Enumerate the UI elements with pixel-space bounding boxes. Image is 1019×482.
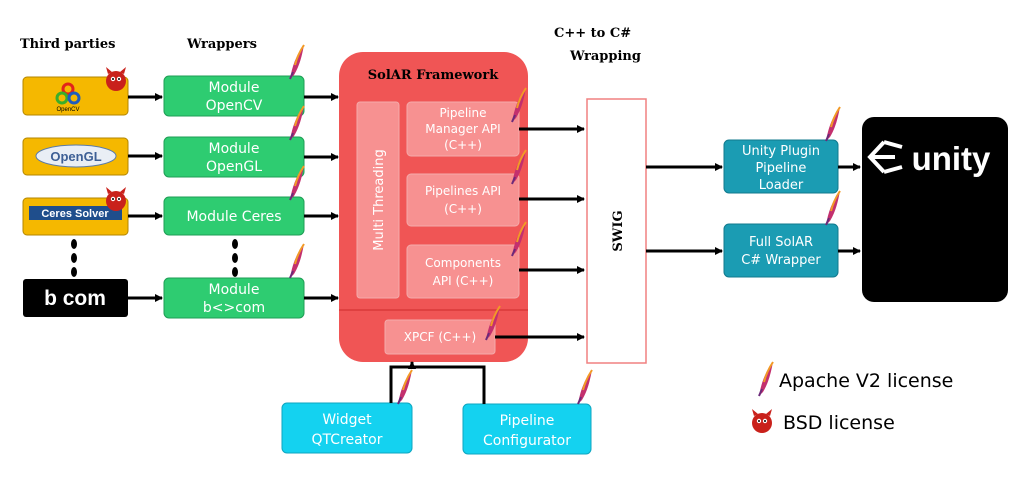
module-bcom: Module b<>com bbox=[163, 277, 305, 319]
pipeline-manager-line3: (C++) bbox=[444, 138, 482, 152]
unity-plugin-pipeline-loader: Unity Plugin Pipeline Loader bbox=[723, 139, 839, 194]
feather-icon bbox=[825, 190, 841, 226]
module-opencv-line1: Module bbox=[209, 80, 260, 96]
unity-plugin-line1: Unity Plugin bbox=[742, 144, 820, 159]
unity-plugin-line3: Loader bbox=[759, 178, 804, 193]
components-api-line1: Components bbox=[425, 256, 501, 270]
header-wrapping-line1: C++ to C# bbox=[554, 26, 631, 41]
module-opengl-line1: Module bbox=[209, 141, 260, 157]
unity-plugin-line2: Pipeline bbox=[756, 161, 807, 176]
pipeline-configurator: Pipeline Configurator bbox=[462, 403, 592, 455]
legend-bsd: BSD license bbox=[783, 412, 895, 434]
module-ceres-label: Module Ceres bbox=[186, 209, 281, 225]
opencv-logo bbox=[55, 82, 81, 105]
feather-icon bbox=[577, 369, 593, 405]
full-wrapper-line1: Full SolAR bbox=[749, 235, 813, 250]
xpcf-label: XPCF (C++) bbox=[404, 330, 476, 344]
header-wrapping-line2: Wrapping bbox=[569, 49, 641, 64]
widget-qtcreator: Widget QTCreator bbox=[281, 402, 413, 454]
module-opengl: Module OpenGL bbox=[163, 136, 305, 178]
configurator-line2: Configurator bbox=[483, 433, 571, 449]
pipelines-api-line2: (C++) bbox=[444, 202, 482, 216]
ceres-logo-text: Ceres Solver bbox=[41, 208, 109, 220]
framework-title: SolAR Framework bbox=[368, 68, 499, 83]
feather-icon bbox=[289, 243, 305, 279]
opencv-logo-text: OpenCV bbox=[56, 107, 79, 113]
module-ceres: Module Ceres bbox=[163, 196, 305, 236]
bsd-daemon-icon bbox=[106, 187, 126, 211]
solar-framework: SolAR Framework Multi Threading Pipeline… bbox=[339, 52, 528, 362]
ellipsis-dots-left bbox=[71, 239, 77, 277]
full-wrapper-line2: C# Wrapper bbox=[741, 253, 821, 268]
swig-label: SWIG bbox=[611, 210, 626, 251]
bsd-daemon-icon bbox=[106, 67, 126, 91]
legend-apache: Apache V2 license bbox=[779, 370, 953, 392]
unity-logo bbox=[867, 140, 903, 174]
configurator-line1: Pipeline bbox=[500, 413, 555, 429]
bcom-logo-text: b com bbox=[44, 287, 106, 310]
header-third-parties: Third parties bbox=[20, 37, 115, 52]
module-bcom-line1: Module bbox=[209, 282, 260, 298]
feather-icon bbox=[758, 361, 774, 397]
module-bcom-line2: b<>com bbox=[203, 300, 265, 316]
widget-line2: QTCreator bbox=[312, 432, 383, 448]
widget-line1: Widget bbox=[322, 412, 372, 428]
ceres-logo-box: Ceres Solver bbox=[22, 197, 129, 236]
module-opencv-line2: OpenCV bbox=[206, 98, 263, 114]
full-solar-csharp-wrapper: Full SolAR C# Wrapper bbox=[723, 223, 839, 278]
header-wrappers: Wrappers bbox=[186, 37, 257, 52]
opengl-logo-text: OpenGL bbox=[50, 149, 101, 164]
pipeline-manager-line2: Manager API bbox=[425, 122, 500, 136]
feather-icon bbox=[397, 369, 413, 405]
pipeline-manager-api: Pipeline Manager API (C++) bbox=[406, 101, 520, 157]
multithreading-label: Multi Threading bbox=[372, 149, 387, 250]
module-opencv: Module OpenCV bbox=[163, 75, 305, 117]
ellipsis-dots-wrappers bbox=[232, 239, 238, 277]
components-api-line2: API (C++) bbox=[433, 274, 494, 288]
pipeline-manager-line1: Pipeline bbox=[440, 106, 487, 120]
pipelines-api: Pipelines API (C++) bbox=[406, 173, 520, 227]
bsd-daemon-icon bbox=[752, 409, 772, 433]
unity-label: unity bbox=[912, 140, 991, 177]
swig-box: SWIG bbox=[586, 98, 647, 364]
unity-box: unity bbox=[862, 117, 1008, 302]
components-api: Components API (C++) bbox=[406, 244, 520, 299]
opengl-logo-box: OpenGL bbox=[22, 137, 129, 176]
module-opengl-line2: OpenGL bbox=[206, 159, 262, 175]
xpcf-box: XPCF (C++) bbox=[384, 319, 496, 355]
feather-icon bbox=[289, 44, 305, 80]
pipelines-api-line1: Pipelines API bbox=[425, 184, 501, 198]
feather-icon bbox=[825, 106, 841, 142]
bcom-logo-box: b com bbox=[23, 279, 128, 317]
